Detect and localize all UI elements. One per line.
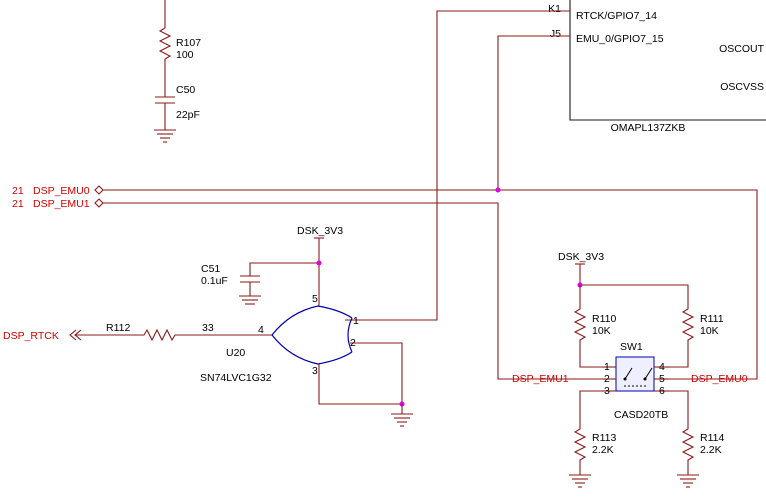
ground-icon [391, 413, 413, 427]
sw1-pulldowns: R113 2.2K R114 2.2K [569, 390, 724, 488]
wire-rtck-k1 [345, 10, 570, 321]
r112-resistor [140, 328, 180, 342]
r110-value: 10K [592, 325, 611, 337]
sw1-pin-1: 1 [604, 361, 610, 373]
dsp-rtck-input: DSP_RTCK R112 33 [3, 322, 272, 342]
ground-icon [154, 129, 176, 143]
or-gate-bottom [271, 334, 353, 365]
port-emu0-diamond-icon [94, 185, 104, 195]
wire-dsp-emu0 [103, 189, 758, 380]
wire-r111-sw [669, 343, 689, 368]
c50-ref: C50 [176, 84, 195, 96]
wire-u20-pin2 [350, 342, 403, 404]
u20-power: DSK_3V3 C51 0.1uF [201, 225, 343, 305]
r111-value: 10K [700, 325, 719, 337]
r114-value: 2.2K [700, 444, 722, 456]
ball-j5: J5 [550, 28, 561, 40]
sw1-supply-label: DSK_3V3 [558, 251, 604, 263]
r114-ref: R114 [700, 432, 724, 444]
wire-sw-r114 [669, 390, 689, 425]
wire-r110-sw [579, 343, 602, 368]
chip-outline [569, 0, 766, 121]
r112-value: 33 [202, 322, 214, 334]
sw1-pin-5: 5 [659, 373, 665, 385]
r111-ref: R111 [700, 313, 724, 325]
r113-ref: R113 [592, 432, 616, 444]
net-label-emu1: DSP_EMU1 [512, 373, 569, 385]
off-page-ports: 21 DSP_EMU0 21 DSP_EMU1 [12, 185, 104, 210]
sw1-pin-2: 2 [604, 373, 610, 385]
u20-or-gate: 1 2 3 4 5 U20 SN74LVC1G32 [200, 293, 413, 427]
ground-icon [239, 295, 261, 305]
chip-pin-rtck: RTCK/GPIO7_14 [576, 10, 657, 22]
r107-c50-branch: R107 100 C50 22pF [154, 0, 201, 143]
sw1-pin-4: 4 [659, 361, 665, 373]
chip-pin-oscvss: OSCVSS [720, 81, 764, 93]
chip-pin-oscout: OSCOUT [719, 43, 765, 55]
port-emu0-name: DSP_EMU0 [33, 185, 90, 197]
net-dsp-rtck: DSP_RTCK [3, 330, 59, 342]
wire-dsp-emu1 [103, 202, 602, 380]
c51-ref: C51 [201, 263, 220, 275]
u20-pin-4: 4 [258, 324, 264, 336]
r110-ref: R110 [592, 313, 616, 325]
c51-value: 0.1uF [201, 275, 228, 287]
r112-ref: R112 [106, 322, 130, 334]
u20-pin-5: 5 [312, 293, 318, 305]
r107-ref: R107 [176, 37, 201, 49]
wire-pullup-bus [580, 284, 689, 305]
switch-lever [644, 367, 653, 380]
sw1-pullups: DSK_3V3 R110 10K R111 10K [558, 251, 724, 368]
r111-resistor [681, 305, 695, 343]
port-emu0-sheet: 21 [12, 185, 24, 197]
port-emu1-sheet: 21 [12, 198, 24, 210]
or-gate-back [347, 317, 353, 353]
sw1-pin-6: 6 [659, 385, 665, 397]
sw1-ref: SW1 [620, 341, 643, 353]
r113-resistor [573, 425, 587, 463]
sw1-part: CASD20TB [614, 409, 668, 421]
r113-value: 2.2K [592, 444, 614, 456]
c50-value: 22pF [176, 109, 200, 121]
junction-emu0 [495, 187, 501, 193]
r110-resistor [573, 305, 587, 343]
sw1-pin-3: 3 [604, 385, 610, 397]
u20-pin-2: 2 [350, 337, 356, 349]
net-label-emu0: DSP_EMU0 [691, 373, 748, 385]
ground-icon [677, 474, 699, 488]
u20-pin-3: 3 [312, 365, 318, 377]
r114-resistor [681, 425, 695, 463]
omapl137-chip: OMAPL137ZKB RTCK/GPIO7_14 EMU_0/GPIO7_15… [548, 0, 766, 134]
r107-value: 100 [176, 49, 194, 61]
u20-supply-label: DSK_3V3 [297, 225, 343, 237]
junction-c51 [316, 260, 322, 266]
chip-pin-emu0: EMU_0/GPIO7_15 [576, 33, 664, 45]
or-gate-top [271, 305, 353, 336]
wire-c51 [249, 262, 319, 276]
u20-pin-1: 1 [353, 315, 359, 327]
input-arrow-icon [69, 329, 77, 341]
ground-icon [569, 474, 591, 488]
sw1-switch: 1 2 3 4 5 6 SW1 CASD20TB DSP_EMU1 DSP_EM… [512, 341, 748, 421]
net-wires [103, 10, 758, 380]
wire-j5-emu0 [497, 35, 570, 190]
wire-sw-r113 [579, 390, 602, 425]
port-emu1-diamond-icon [94, 198, 104, 208]
wire-u20-gnd [318, 364, 402, 405]
switch-lever [624, 367, 633, 380]
port-emu1-name: DSP_EMU1 [33, 198, 90, 210]
u20-ref: U20 [226, 347, 245, 359]
sw1-body [615, 356, 655, 392]
u20-part: SN74LVC1G32 [200, 372, 272, 384]
chip-name: OMAPL137ZKB [611, 122, 686, 134]
r107-resistor [158, 24, 172, 62]
ball-k1: K1 [548, 3, 561, 15]
